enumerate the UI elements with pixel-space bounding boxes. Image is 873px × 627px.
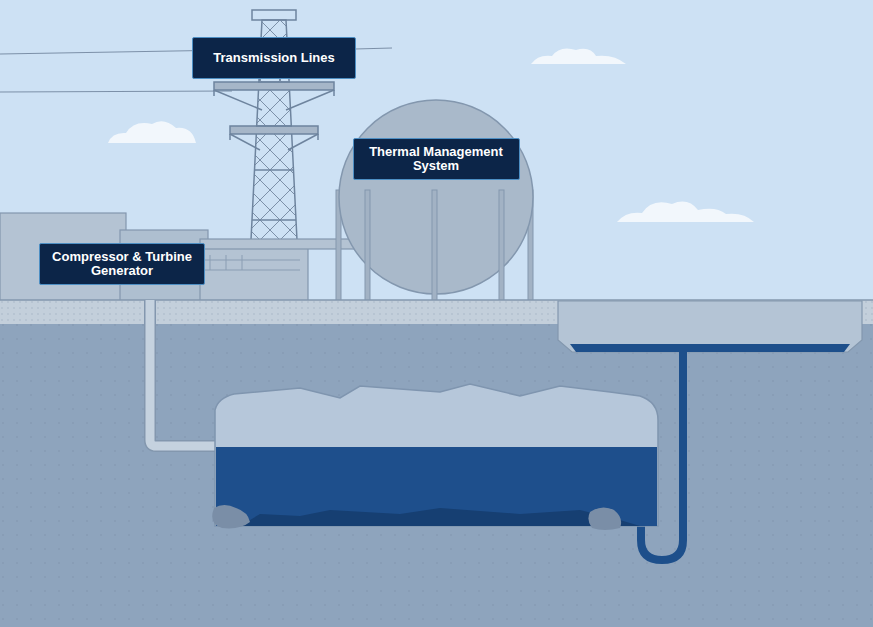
label-box: Transmission Lines	[192, 37, 356, 79]
label-text: Compressor & Turbine Generator	[50, 250, 194, 278]
thermal-storage-sphere	[336, 100, 533, 302]
label-box: Compressor & Turbine Generator	[39, 243, 205, 285]
label-text: Thermal Management System	[364, 145, 509, 173]
label-text: Transmission Lines	[213, 51, 334, 65]
compressor-building	[0, 213, 308, 303]
label-box: Thermal Management System	[353, 138, 520, 180]
surface-reservoir	[558, 301, 862, 352]
underground-cavern	[212, 384, 658, 530]
